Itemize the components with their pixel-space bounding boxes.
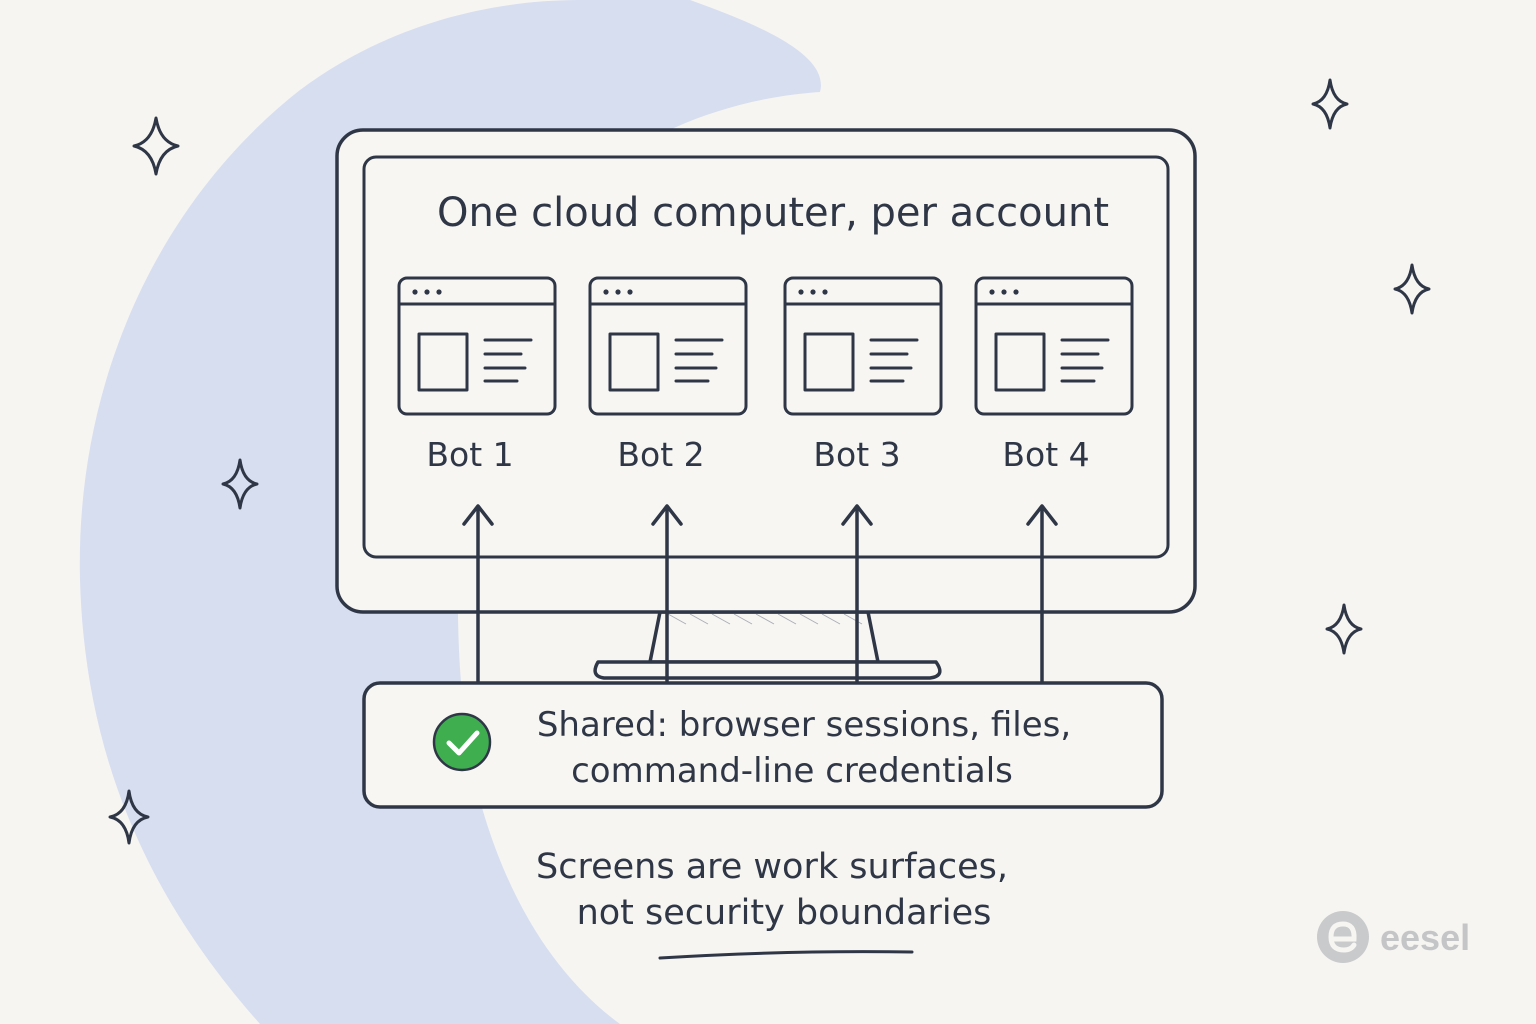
bot-window-1 [397,276,557,416]
arrow-bot-4 [1026,504,1058,686]
bot-label-4: Bot 4 [1002,435,1089,474]
sparkle-icon [132,116,180,176]
arrow-bot-3 [841,504,873,686]
sparkle-icon [108,789,150,845]
shared-line-1: Shared: browser sessions, files, [537,705,1071,745]
bot-window-4 [974,276,1134,416]
caption-line-2: not security boundaries [577,893,992,933]
monitor [335,128,1197,614]
bot-label-2: Bot 2 [617,435,704,474]
sparkle-icon [221,458,259,510]
eesel-logo-icon [1317,911,1369,963]
bot-label-3: Bot 3 [813,435,900,474]
diagram-title: One cloud computer, per account [437,190,1109,236]
shared-box [362,681,1164,809]
sparkle-icon [1393,263,1431,315]
arrow-bot-1 [462,504,494,686]
monitor-screen [362,155,1170,559]
green-check-icon [432,712,492,772]
sparkle-icon [1325,603,1363,655]
caption-underline [658,950,914,960]
arrow-bot-2 [651,504,683,686]
sparkle-icon [1311,78,1349,130]
caption-line-1: Screens are work surfaces, [536,847,1008,887]
bot-label-1: Bot 1 [426,435,513,474]
brand-name: eesel [1380,917,1470,958]
monitor-stand [593,610,942,680]
shared-line-2: command-line credentials [571,751,1013,791]
bot-window-2 [588,276,748,416]
bot-window-3 [783,276,943,416]
